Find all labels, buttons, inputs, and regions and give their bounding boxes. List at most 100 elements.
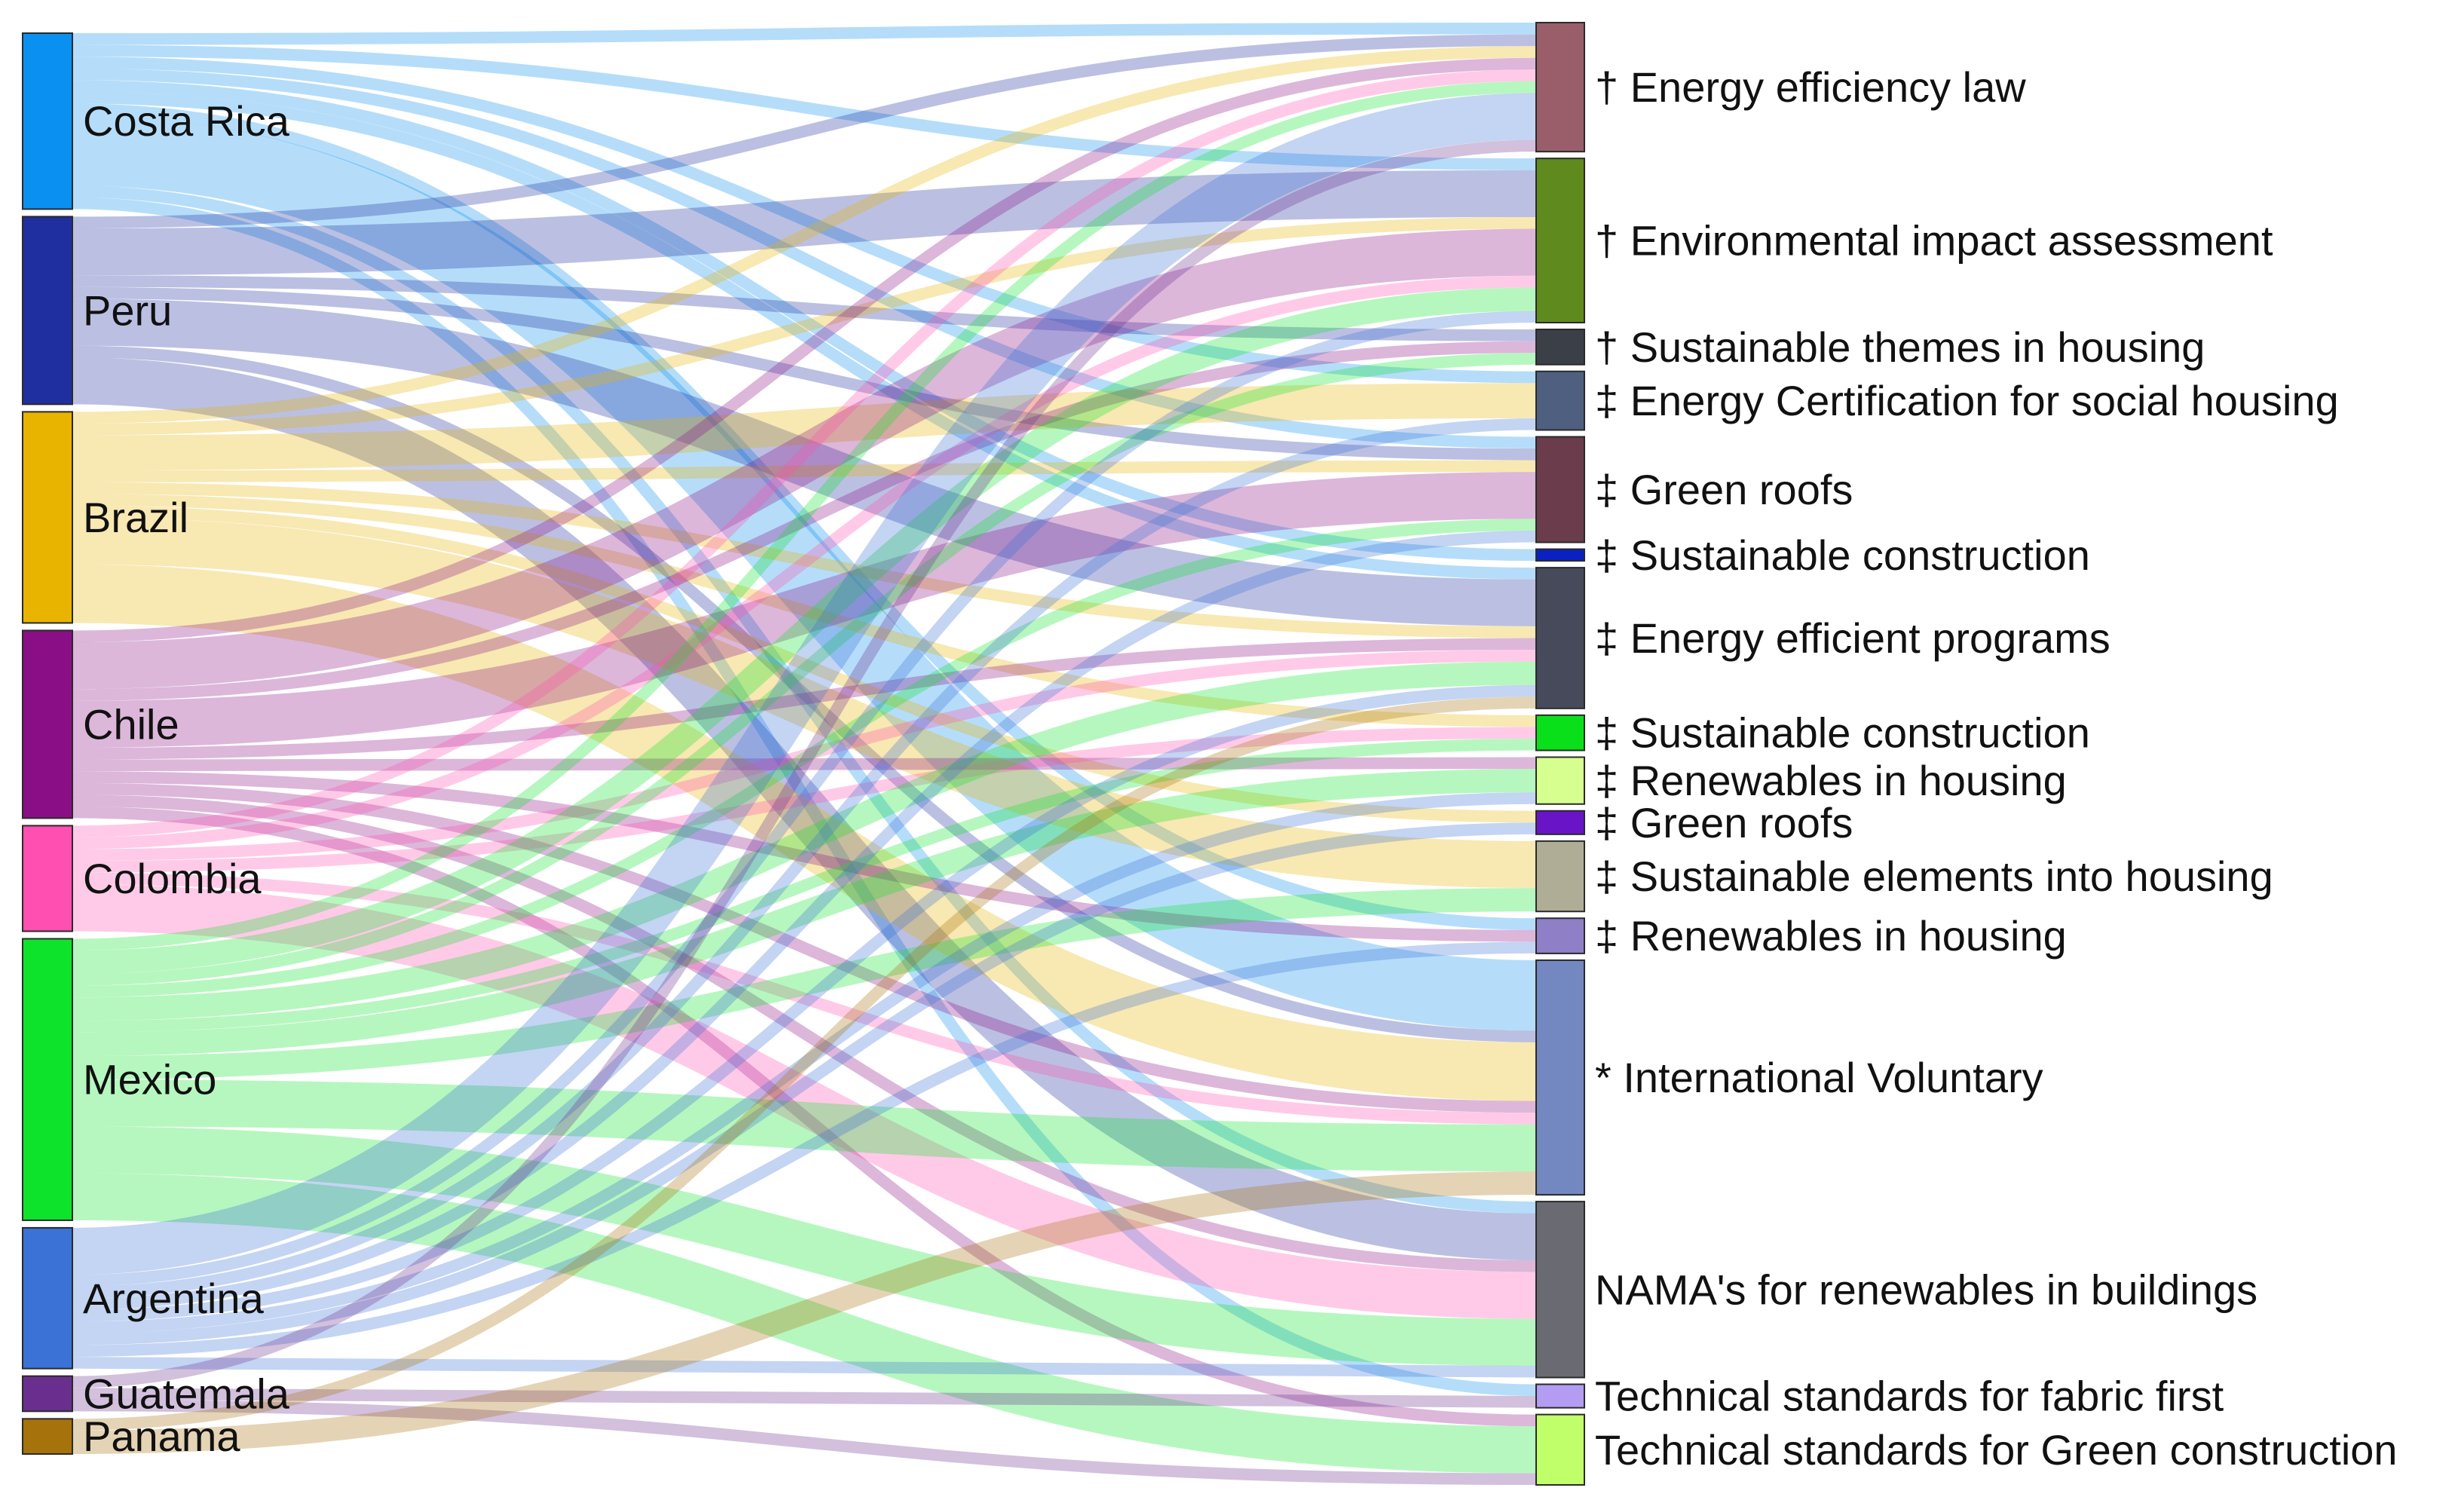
- target-node-bar: [1535, 436, 1585, 543]
- target-node-label: † Energy efficiency law: [1595, 63, 2026, 111]
- target-node-bar: [1535, 548, 1585, 562]
- flow-link: [72, 941, 1537, 1358]
- flow-link: [72, 34, 1537, 228]
- flow-link: [72, 782, 1537, 1113]
- flow-link: [72, 564, 1537, 1101]
- target-node-label: ‡ Renewables in housing: [1595, 757, 2067, 804]
- flow-link: [72, 661, 1537, 1021]
- flow-link: [72, 341, 1537, 701]
- target-node-label: † Environmental impact assessment: [1595, 217, 2273, 265]
- flow-link: [72, 1126, 1537, 1366]
- source-node-label: Brazil: [83, 494, 188, 541]
- flow-link: [72, 216, 1537, 436]
- flow-link: [72, 286, 1537, 461]
- flow-link: [72, 727, 1537, 873]
- source-node-bar: [22, 1375, 73, 1413]
- target-node-bar: [1535, 756, 1585, 805]
- flow-link: [72, 494, 1537, 727]
- flow-link: [72, 806, 1537, 1427]
- flow-link: [72, 139, 1537, 1388]
- target-node-label: ‡ Energy efficient programs: [1595, 614, 2110, 662]
- flow-link: [72, 517, 1537, 889]
- flow-link: [72, 638, 1537, 760]
- source-node-bar: [22, 411, 73, 624]
- flow-link: [72, 46, 1537, 424]
- source-nodes: Costa RicaPeruBrazilChileColombiaMexicoA…: [22, 32, 290, 1460]
- flow-link: [72, 505, 1537, 823]
- flow-link: [72, 1171, 1537, 1455]
- flow-link: [72, 345, 1537, 1042]
- flow-link: [72, 769, 1537, 1057]
- source-node-label: Panama: [83, 1413, 240, 1460]
- target-node-bar: [1535, 917, 1585, 954]
- flow-link: [72, 298, 1537, 626]
- flow-link: [72, 103, 1537, 930]
- source-node-bar: [22, 825, 73, 932]
- flow-link: [72, 888, 1537, 1080]
- flow-link: [72, 530, 1537, 1310]
- target-node-bar: [1535, 370, 1585, 431]
- target-node-label: Technical standards for Green constructi…: [1595, 1426, 2398, 1474]
- flow-link: [72, 1079, 1537, 1171]
- target-node-label: ‡ Green roofs: [1595, 799, 1853, 846]
- target-node-bar: [1535, 959, 1585, 1196]
- source-node-bar: [22, 1418, 73, 1456]
- target-node-label: ‡ Renewables in housing: [1595, 912, 2067, 960]
- flow-link: [72, 884, 1537, 1319]
- source-node-label: Costa Rica: [83, 97, 290, 145]
- target-node-label: * International Voluntary: [1595, 1054, 2043, 1101]
- source-node-label: Colombia: [83, 855, 262, 902]
- flow-link: [72, 275, 1537, 849]
- source-node-bar: [22, 938, 73, 1221]
- source-node-bar: [22, 32, 73, 210]
- flow-link: [72, 68, 1537, 449]
- flow-link: [72, 771, 1537, 942]
- source-node-bar: [22, 1226, 73, 1370]
- flow-link: [72, 69, 1537, 837]
- flow-link: [72, 91, 1537, 580]
- target-node-label: ‡ Green roofs: [1595, 466, 1853, 513]
- source-node-label: Mexico: [83, 1056, 216, 1104]
- flow-link: [72, 357, 1537, 1260]
- flow-link: [72, 197, 1537, 1397]
- flow-link: [72, 519, 1537, 998]
- target-node-bar: [1535, 810, 1585, 835]
- flow-link: [72, 1173, 1537, 1474]
- flow-link: [72, 822, 1537, 1345]
- flow-link: [72, 872, 1537, 1125]
- flow-link: [72, 1357, 1537, 1378]
- flow-link: [72, 170, 1537, 276]
- target-node-bar: [1535, 1413, 1585, 1486]
- flow-link: [72, 81, 1537, 951]
- target-node-label: ‡ Sustainable elements into housing: [1595, 853, 2273, 900]
- target-node-label: ‡ Sustainable construction: [1595, 709, 2090, 757]
- target-node-bar: [1535, 1383, 1585, 1409]
- target-node-label: NAMA's for renewables in buildings: [1595, 1266, 2257, 1313]
- flow-link: [72, 650, 1537, 862]
- flow-link: [72, 287, 1537, 975]
- target-node-label: Technical standards for fabric first: [1595, 1373, 2224, 1420]
- source-node-label: Guatemala: [83, 1370, 290, 1417]
- flow-link: [72, 275, 1537, 341]
- target-node-bar: [1535, 158, 1585, 324]
- flow-link: [72, 1388, 1537, 1408]
- flow-link: [72, 115, 1537, 1031]
- target-node-bar: [1535, 1201, 1585, 1379]
- flow-link: [72, 418, 1537, 1299]
- source-node-bar: [22, 216, 73, 406]
- flow-link: [72, 93, 1537, 1275]
- flow-link: [72, 757, 1537, 772]
- flow-link: [72, 383, 1537, 471]
- flow-link: [72, 794, 1537, 1272]
- target-node-bar: [1535, 329, 1585, 366]
- flow-link: [72, 311, 1537, 1287]
- flow-links: [72, 23, 1537, 1486]
- flow-link: [72, 185, 1537, 1214]
- flow-link: [72, 472, 1537, 748]
- flow-link: [72, 23, 1537, 45]
- target-node-label: ‡ Energy Certification for social housin…: [1595, 377, 2339, 424]
- flow-link: [72, 80, 1537, 562]
- flow-link: [72, 696, 1537, 1431]
- target-node-label: ‡ Sustainable construction: [1595, 531, 2090, 579]
